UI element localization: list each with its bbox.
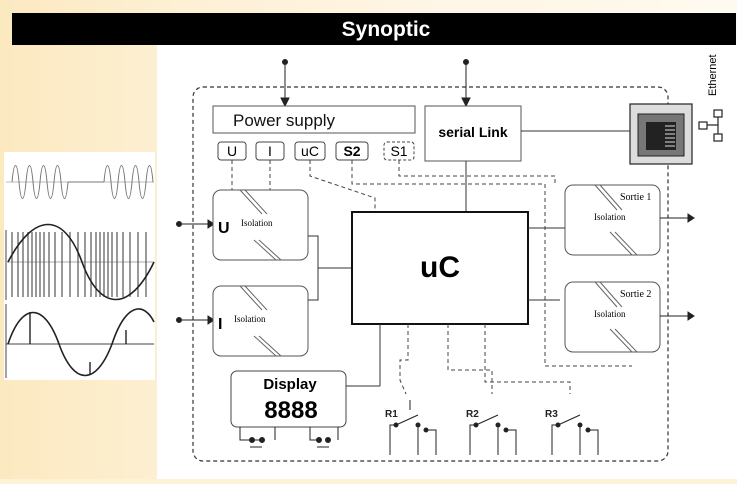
input-u-label: U — [218, 220, 230, 237]
relay-control-lines — [399, 324, 571, 395]
terminal-u: U — [217, 141, 247, 161]
terminal-uc: uC — [294, 141, 326, 161]
relay-r3: R3 — [545, 409, 599, 455]
output2-label: Sortie 2 — [620, 289, 651, 300]
relay-r1: R1 — [385, 400, 437, 455]
terminal-s2: S2 — [335, 141, 369, 161]
output1-arrow — [660, 213, 695, 223]
mcu-block: uC — [351, 211, 529, 325]
output2-arrow — [660, 311, 695, 321]
display-terminals — [239, 427, 339, 448]
terminal-connections — [231, 160, 632, 367]
power-supply-label: Power supply — [233, 111, 336, 130]
isolation-block-u: U Isolation — [212, 189, 309, 261]
title-bar: Synoptic — [12, 13, 736, 45]
display-block: Display 8888 — [230, 370, 347, 428]
isolation-out2-label: Isolation — [594, 309, 626, 319]
input-u-line — [176, 219, 215, 229]
synoptic-diagram: Power supply U I uC S2 S1 serial Link — [176, 54, 723, 462]
serial-link-label: serial Link — [438, 124, 507, 140]
isolation-u-label: Isolation — [241, 218, 273, 228]
relay-r1-label: R1 — [385, 409, 398, 420]
burst-waveform — [6, 165, 154, 199]
serial-link-block: serial Link — [424, 105, 522, 162]
svg-text:S2: S2 — [343, 143, 360, 159]
output1-block: Sortie 1 Isolation — [564, 184, 661, 256]
isolation-block-i: I Isolation — [212, 285, 309, 357]
svg-text:uC: uC — [301, 143, 319, 159]
input-i-line — [176, 315, 215, 325]
isolation-out1-label: Isolation — [594, 212, 626, 222]
svg-text:I: I — [268, 143, 272, 159]
svg-text:S1: S1 — [390, 143, 407, 159]
ethernet-label: Ethernet — [707, 54, 719, 96]
page-title: Synoptic — [341, 18, 431, 41]
terminal-s1: S1 — [383, 141, 415, 161]
input-bus-line — [308, 235, 352, 301]
output1-label: Sortie 1 — [620, 192, 651, 203]
power-input-line — [280, 59, 290, 108]
isolation-i-label: Isolation — [234, 314, 266, 324]
mcu-label: uC — [420, 251, 460, 284]
svg-text:U: U — [227, 143, 237, 159]
diagram-panel: Power supply U I uC S2 S1 serial Link — [157, 45, 737, 479]
relay-r2: R2 — [466, 409, 517, 455]
ethernet-port-icon — [629, 103, 693, 165]
relay-r3-label: R3 — [545, 409, 558, 420]
output2-block: Sortie 2 Isolation — [564, 281, 661, 353]
sine-waveform — [5, 304, 155, 378]
relay-r2-label: R2 — [466, 409, 479, 420]
network-icon — [698, 109, 723, 142]
serial-input-line — [461, 59, 471, 108]
display-digits: 8888 — [264, 397, 317, 424]
display-label: Display — [263, 376, 317, 393]
waveform-illustration — [4, 152, 155, 380]
pwm-waveform — [5, 223, 155, 301]
terminal-i: I — [255, 141, 285, 161]
power-supply-block: Power supply — [212, 105, 416, 134]
input-i-label: I — [218, 316, 222, 333]
enclosure-border — [192, 86, 669, 462]
